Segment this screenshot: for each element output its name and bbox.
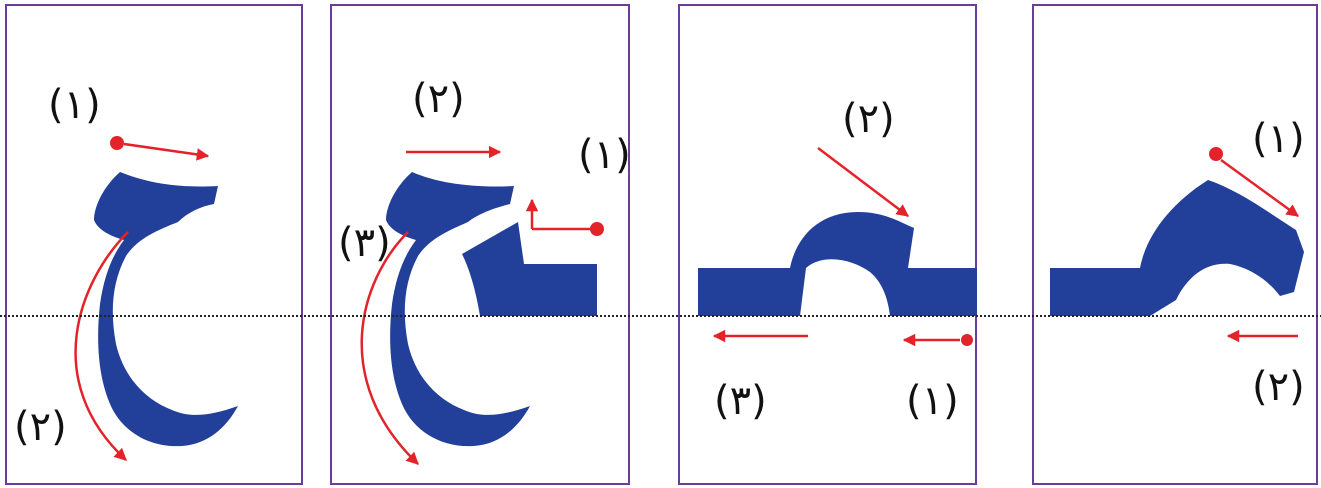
- panel-final: (١) (٢) (٣): [338, 76, 631, 465]
- panel-initial: (١) (٢): [1050, 116, 1305, 410]
- start-dot: [1209, 147, 1223, 161]
- connector-bar-final: [462, 222, 597, 316]
- step-label-3: (٣): [338, 220, 391, 266]
- stroke-arrow-2: [74, 231, 129, 461]
- start-dot: [110, 136, 124, 150]
- letter-haa-isolated: [94, 172, 238, 447]
- panel-isolated: (١) (٢): [14, 82, 238, 461]
- letter-haa-medial: [698, 212, 977, 316]
- start-dot: [590, 222, 604, 236]
- letter-haa-initial: [1050, 180, 1304, 316]
- panel-isolated-frame: [5, 4, 303, 485]
- start-dot: [961, 334, 973, 346]
- letter-haa-final: [386, 172, 530, 447]
- step-label-2: (٢): [14, 404, 67, 450]
- step-label-1: (١): [1252, 116, 1305, 162]
- step-label-1: (١): [48, 82, 101, 128]
- panel-final-frame: [330, 4, 630, 485]
- stroke-arrow-1: [1220, 158, 1300, 218]
- stroke-arrow-1: [123, 142, 210, 161]
- step-label-2: (٢): [412, 76, 465, 122]
- step-label-1: (١): [906, 378, 959, 424]
- panel-medial-frame: [678, 4, 977, 485]
- stroke-arrow-3: [360, 231, 419, 465]
- step-label-2: (٢): [842, 96, 895, 142]
- panel-medial: (١) (٢) (٣): [698, 96, 977, 424]
- step-label-3: (٣): [714, 378, 767, 424]
- panel-initial-frame: [1032, 4, 1318, 485]
- step-label-1: (١): [578, 132, 631, 178]
- step-label-2: (٢): [1252, 364, 1305, 410]
- stroke-arrow-2: [817, 147, 909, 217]
